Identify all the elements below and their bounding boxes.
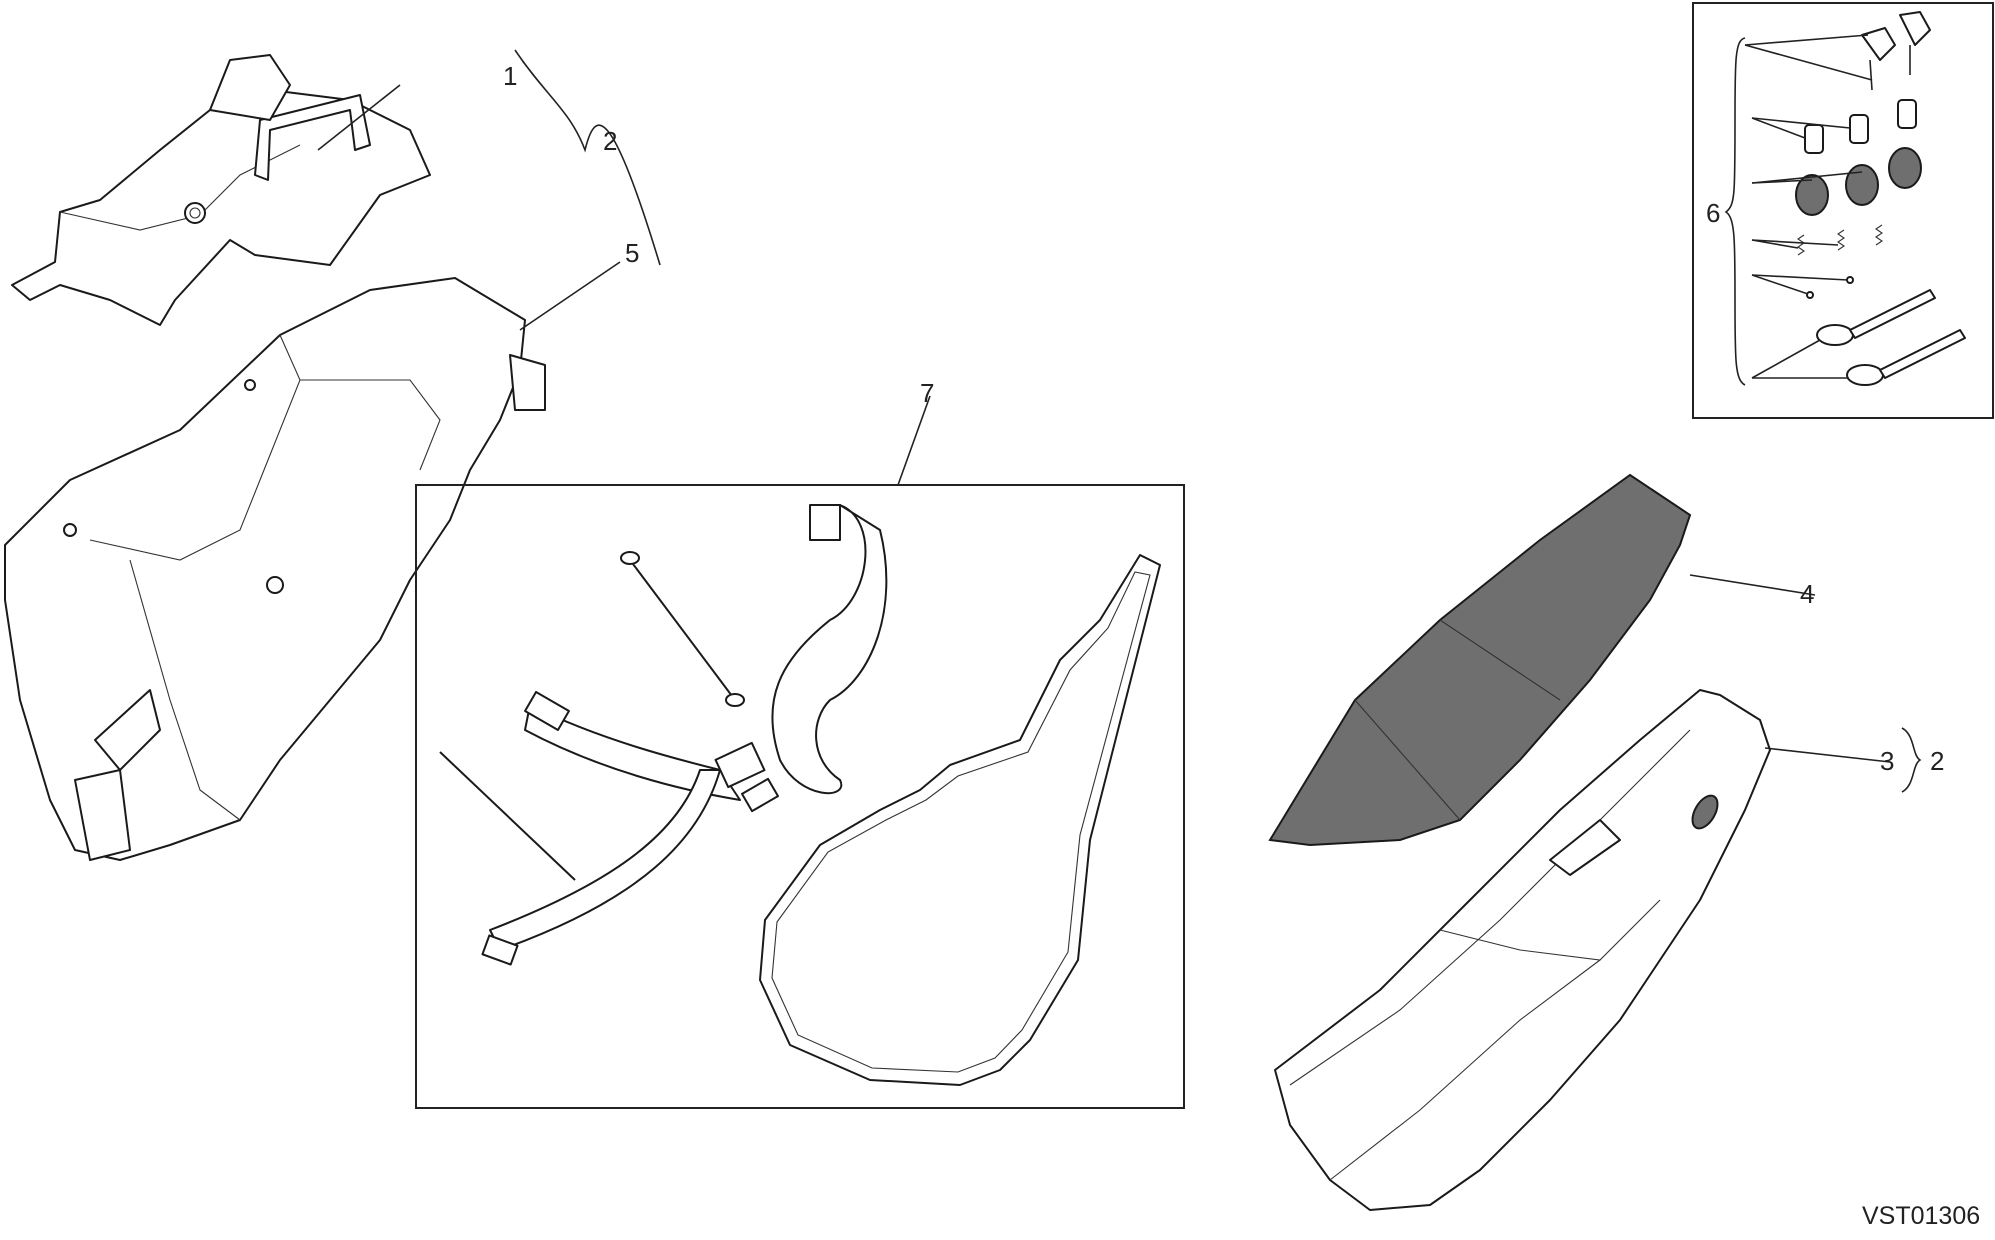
lid-plate	[11, 89, 431, 326]
drawing-code: VST01306	[1862, 1202, 1980, 1230]
callout-label: 6	[1706, 198, 1720, 228]
inner-case-assembly	[4, 54, 546, 861]
callout-label: 2	[1930, 746, 1944, 776]
seal-and-strap-kit: 7	[415, 378, 1185, 1109]
kit-frame	[415, 484, 1185, 1109]
callouts-top-left: 1 2 5	[317, 49, 661, 331]
callout-label: 2	[603, 126, 617, 156]
callout-label: 3	[1880, 746, 1894, 776]
lid-insert: 4	[1268, 473, 1816, 847]
callout-label: 4	[1800, 579, 1814, 609]
strap-cord	[439, 751, 576, 881]
outer-shell: 3 2	[1274, 689, 1944, 1211]
handle-bracket	[254, 94, 371, 181]
callout-label: 5	[625, 238, 639, 268]
case-body	[4, 277, 526, 861]
lock-kit: 6	[1692, 2, 1994, 419]
lid-insert-shape	[1268, 473, 1692, 847]
perimeter-gasket	[759, 554, 1161, 1086]
callout-label: 7	[920, 378, 934, 408]
callout-label: 1	[503, 61, 517, 91]
lock-kit-frame	[1692, 2, 1994, 419]
retaining-strap	[771, 504, 888, 794]
tether-cord	[629, 559, 736, 701]
